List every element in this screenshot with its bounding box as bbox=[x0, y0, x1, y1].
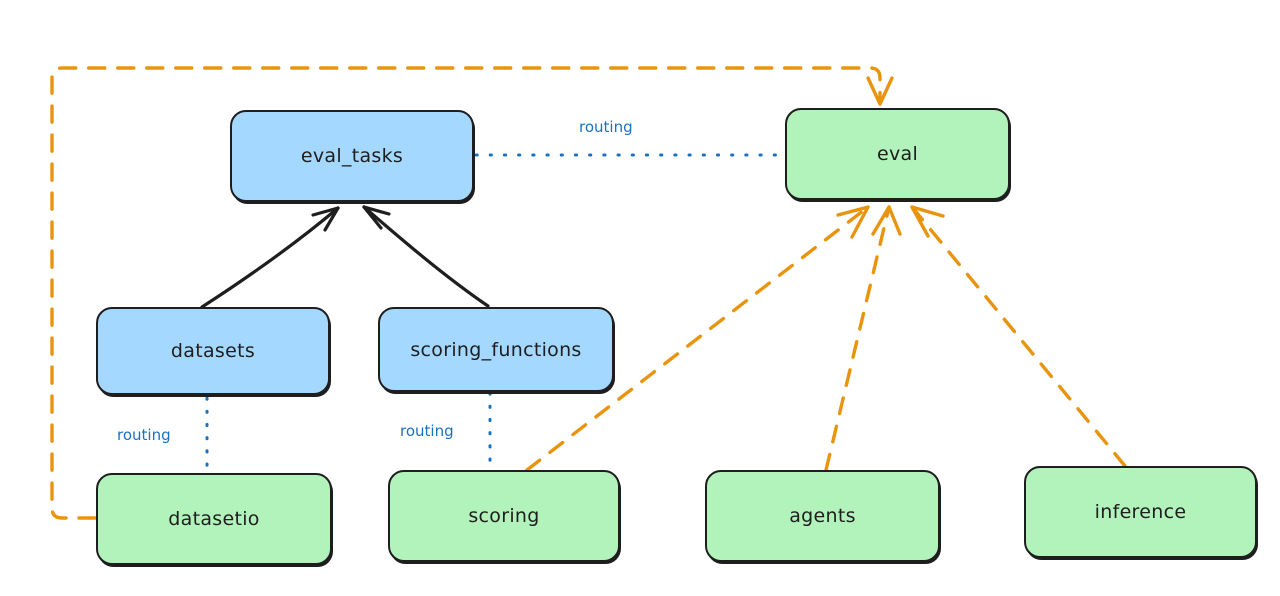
node-datasetio[interactable]: datasetio bbox=[96, 473, 332, 565]
node-inference[interactable]: inference bbox=[1024, 466, 1257, 558]
node-scoring[interactable]: scoring bbox=[388, 470, 620, 562]
edge-agents-to-eval bbox=[824, 205, 902, 472]
node-label: inference bbox=[1094, 501, 1187, 523]
node-label: agents bbox=[789, 505, 856, 527]
node-datasets[interactable]: datasets bbox=[96, 307, 330, 395]
edge-label-routing-scoring-functions: routing bbox=[397, 422, 457, 440]
node-eval-tasks[interactable]: eval_tasks bbox=[230, 110, 474, 202]
edge-label-routing-datasets: routing bbox=[114, 426, 174, 444]
edge-label-routing-eval-tasks: routing bbox=[576, 118, 636, 136]
node-label: scoring bbox=[468, 505, 540, 527]
node-eval[interactable]: eval bbox=[785, 108, 1010, 200]
node-label: eval bbox=[876, 143, 919, 165]
edge-inference-to-eval bbox=[910, 205, 1127, 468]
node-label: datasetio bbox=[168, 508, 260, 530]
edge-scoring-functions-to-eval-tasks bbox=[362, 205, 490, 308]
node-label: scoring_functions bbox=[410, 338, 582, 361]
edge-datasets-to-eval-tasks bbox=[200, 206, 340, 309]
node-label: datasets bbox=[170, 340, 256, 362]
node-label: eval_tasks bbox=[300, 145, 404, 167]
node-scoring-functions[interactable]: scoring_functions bbox=[378, 307, 614, 392]
node-agents[interactable]: agents bbox=[705, 470, 940, 562]
